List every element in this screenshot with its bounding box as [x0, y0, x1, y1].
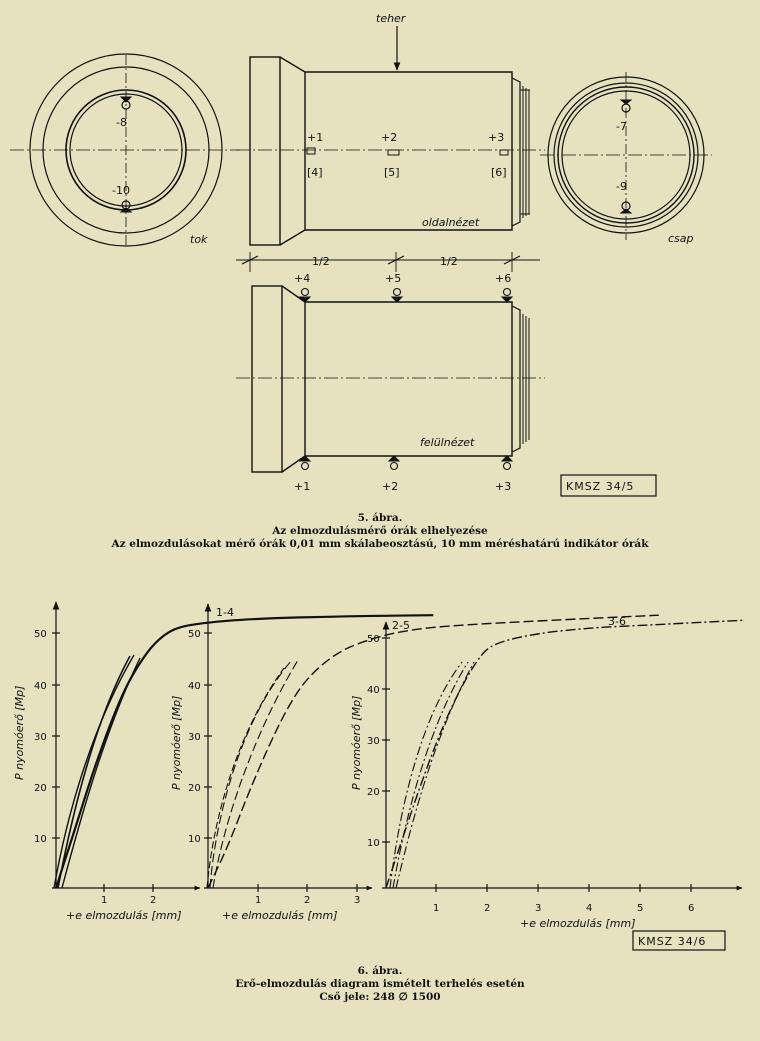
y-axis-label: P nyomóerő [Mp] — [13, 686, 26, 780]
y-tick: 10 — [367, 838, 380, 849]
x-tick: 3 — [535, 903, 541, 914]
fig5-code: KMSZ 34/5 — [566, 480, 634, 493]
half-label-left: 1/2 — [312, 255, 330, 268]
top-mark-lower: +1 — [294, 480, 310, 493]
x-axis-label: +e elmozdulás [mm] — [222, 909, 338, 922]
gauge-label: -7 — [616, 120, 627, 133]
y-tick: 20 — [367, 787, 380, 798]
half-label-right: 1/2 — [440, 255, 458, 268]
y-tick: 40 — [34, 681, 47, 692]
side-mark: +1 — [307, 131, 323, 144]
side-mark: +2 — [381, 131, 397, 144]
x-tick: 1 — [101, 895, 107, 906]
top-mark-lower: +2 — [382, 480, 398, 493]
load-label: teher — [376, 12, 407, 25]
side-view-label: oldalnézet — [422, 216, 480, 229]
curve-label-3-6: 3-6 — [608, 615, 626, 628]
side-mark-bracket: [5] — [384, 166, 400, 179]
gauge-label: -9 — [616, 180, 627, 193]
top-mark-upper: +5 — [385, 272, 401, 285]
x-axis-label: +e elmozdulás [mm] — [66, 909, 182, 922]
x-tick: 2 — [150, 895, 156, 906]
x-axis-label: +e elmozdulás [mm] — [520, 917, 636, 930]
y-axis-label: P nyomóerő [Mp] — [170, 696, 183, 790]
y-tick: 10 — [34, 834, 47, 845]
csap-end-view — [540, 72, 712, 240]
series-line-2-5 — [207, 614, 659, 889]
branch-2c — [206, 667, 285, 889]
y-tick: 40 — [188, 681, 201, 692]
x-tick: 1 — [433, 903, 439, 914]
y-tick: 10 — [188, 834, 201, 845]
top-mark-upper: +6 — [495, 272, 511, 285]
branch-3c — [395, 661, 475, 889]
fig5-code-box — [560, 474, 657, 497]
side-mark-bracket: [4] — [307, 166, 323, 179]
curve-label-1-4: 1-4 — [216, 606, 234, 619]
branch-1b — [53, 654, 135, 889]
y-tick: 50 — [367, 634, 380, 645]
y-tick: 30 — [188, 732, 201, 743]
fig5-caption-number: 5. ábra. — [357, 512, 403, 524]
branch-3a — [389, 661, 463, 889]
side-mark: +3 — [488, 131, 504, 144]
branch-1c — [61, 657, 141, 889]
fig6-caption-note: Cső jele: 248 ∅ 1500 — [319, 991, 441, 1003]
side-mark-bracket: [6] — [491, 166, 507, 179]
fig6-branches — [53, 654, 475, 889]
top-view-label: felülnézet — [420, 436, 475, 449]
branch-3b — [392, 661, 469, 889]
side-view — [236, 26, 545, 246]
series-line-1-4 — [54, 614, 434, 889]
series-line-3-6 — [385, 619, 744, 889]
fig5-drawing — [10, 26, 712, 497]
fig6-caption: 6. ábra. Erő-elmozdulás diagram ismételt… — [0, 965, 760, 1004]
x-tick: 5 — [637, 903, 643, 914]
y-tick: 30 — [367, 736, 380, 747]
gauge-label: -10 — [112, 184, 130, 197]
gauge-label: -8 — [116, 116, 127, 129]
y-tick: 30 — [34, 732, 47, 743]
top-view — [236, 285, 545, 473]
y-tick: 50 — [34, 629, 47, 640]
tok-end-view — [10, 53, 240, 248]
x-tick: 6 — [688, 903, 694, 914]
fig5-caption-title: Az elmozdulásmérő órák elhelyezése — [272, 525, 488, 537]
y-tick: 40 — [367, 685, 380, 696]
csap-label: csap — [668, 232, 694, 245]
x-tick: 4 — [586, 903, 592, 914]
fig6-code: KMSZ 34/6 — [638, 935, 706, 948]
fig6-axes — [52, 601, 743, 892]
branch-2b — [212, 659, 299, 889]
x-tick: 2 — [304, 895, 310, 906]
fig6-series — [54, 614, 744, 889]
x-tick: 3 — [354, 895, 360, 906]
fig5-caption-note: Az elmozdulásokat mérő órák 0,01 mm skál… — [111, 538, 649, 550]
y-tick: 20 — [34, 783, 47, 794]
y-tick: 20 — [188, 783, 201, 794]
x-tick: 2 — [484, 903, 490, 914]
top-mark-upper: +4 — [294, 272, 310, 285]
fig6-caption-title: Erő-elmozdulás diagram ismételt terhelés… — [235, 978, 525, 990]
top-mark-lower: +3 — [495, 480, 511, 493]
branch-1a — [57, 655, 131, 889]
fig6-code-box — [632, 930, 726, 951]
fig5-caption: 5. ábra. Az elmozdulásmérő órák elhelyez… — [0, 512, 760, 551]
half-dimension — [236, 252, 540, 272]
tok-label: tok — [190, 233, 208, 246]
y-axis-label: P nyomóerő [Mp] — [350, 696, 363, 790]
fig6-caption-number: 6. ábra. — [357, 965, 403, 977]
curve-label-2-5: 2-5 — [392, 619, 410, 632]
y-tick: 50 — [188, 629, 201, 640]
x-tick: 1 — [255, 895, 261, 906]
branch-2a — [209, 659, 293, 889]
